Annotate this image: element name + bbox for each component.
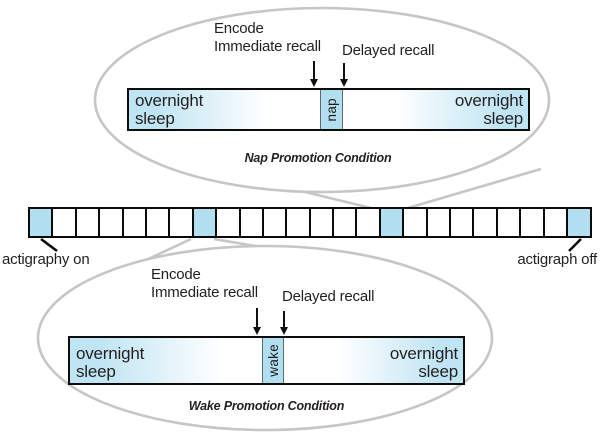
timeline-box bbox=[355, 207, 382, 238]
down-arrow-icon bbox=[309, 61, 319, 87]
overnight-sleep-gradient bbox=[396, 90, 528, 129]
overnight-sleep-label: overnight sleep bbox=[76, 344, 145, 381]
actigraphy-on-tick bbox=[40, 237, 58, 253]
timeline-box-highlighted bbox=[28, 207, 54, 238]
wake-day-bar: overnight sleep wake overnight sleep bbox=[68, 336, 465, 385]
timeline-box-highlighted bbox=[191, 207, 218, 238]
timeline-box bbox=[495, 207, 522, 238]
delayed-recall-label: Delayed recall bbox=[342, 42, 435, 59]
nap-day-bar: overnight sleep nap overnight sleep bbox=[127, 88, 530, 131]
wake-condition-caption: Wake Promotion Condition bbox=[188, 399, 345, 413]
nap-callout-line-right bbox=[400, 167, 542, 212]
timeline-box-highlighted bbox=[565, 207, 592, 238]
timeline-box bbox=[51, 207, 78, 238]
overnight-sleep-gradient bbox=[70, 338, 222, 383]
nap-callout-line-left bbox=[296, 188, 380, 212]
overnight-sleep-gradient bbox=[339, 338, 463, 383]
down-arrow-icon bbox=[252, 308, 262, 335]
down-arrow-icon bbox=[339, 63, 349, 87]
timeline-box bbox=[215, 207, 242, 238]
timeline-box bbox=[144, 207, 171, 238]
actigraphy-on-label: actigraphy on bbox=[2, 251, 90, 268]
overnight-sleep-gradient bbox=[129, 90, 267, 129]
wake-interval-box: wake bbox=[262, 338, 284, 383]
overnight-sleep-label: overnight sleep bbox=[454, 91, 523, 128]
timeline-box bbox=[425, 207, 452, 238]
down-arrow-icon bbox=[279, 311, 289, 335]
nap-interval-box: nap bbox=[320, 90, 343, 129]
actigraph-off-tick bbox=[568, 238, 582, 252]
timeline-box bbox=[542, 207, 569, 238]
encode-immediate-recall-label: Encode Immediate recall bbox=[214, 20, 321, 55]
delayed-recall-label: Delayed recall bbox=[282, 288, 375, 305]
timeline-box bbox=[308, 207, 335, 238]
timeline-box bbox=[168, 207, 195, 238]
timeline-box bbox=[238, 207, 265, 238]
timeline-box bbox=[402, 207, 429, 238]
timeline-box bbox=[98, 207, 125, 238]
actigraph-off-label: actigraph off bbox=[517, 251, 597, 268]
nap-interval-label: nap bbox=[324, 97, 339, 122]
overnight-sleep-label: overnight sleep bbox=[389, 344, 458, 381]
wake-interval-label: wake bbox=[265, 344, 281, 377]
timeline-box bbox=[261, 207, 288, 238]
timeline-box bbox=[332, 207, 359, 238]
timeline-box bbox=[519, 207, 546, 238]
encode-immediate-recall-label: Encode Immediate recall bbox=[151, 266, 258, 301]
timeline-box-highlighted bbox=[378, 207, 405, 238]
timeline-box bbox=[472, 207, 499, 238]
timeline-row bbox=[28, 207, 592, 238]
nap-condition-caption: Nap Promotion Condition bbox=[244, 151, 392, 165]
timeline-box bbox=[449, 207, 476, 238]
timeline-box bbox=[285, 207, 312, 238]
timeline-box bbox=[74, 207, 101, 238]
timeline-box bbox=[121, 207, 148, 238]
overnight-sleep-label: overnight sleep bbox=[135, 91, 204, 128]
